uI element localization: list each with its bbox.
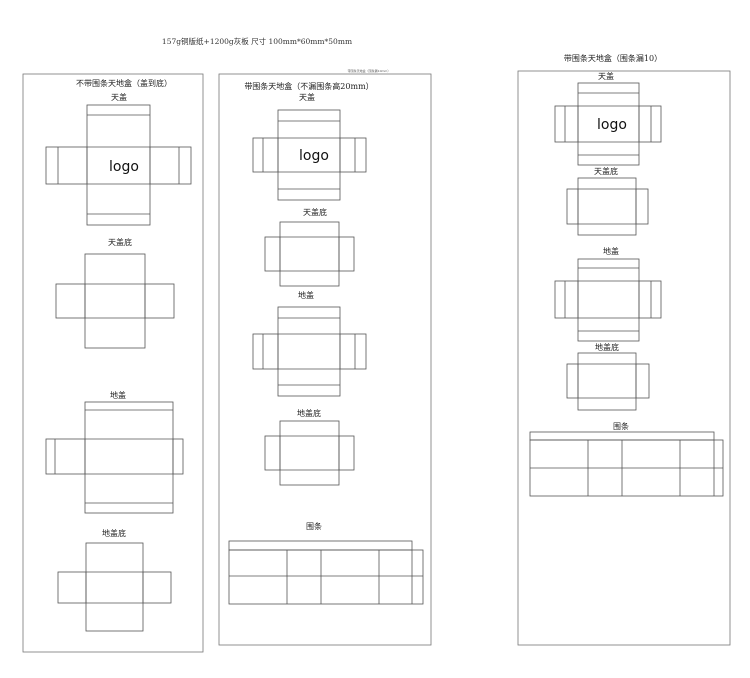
panel-3-lid-label: 天盖 (598, 71, 614, 81)
panel-2-logo: logo (299, 148, 329, 164)
panel-2-bottom-label: 地盖 (298, 290, 314, 300)
panel-2-lid-base-dieline (264, 221, 355, 287)
panel-1-logo: logo (109, 159, 139, 175)
panel-1-bottom-label: 地盖 (110, 390, 126, 400)
panel-3-bottom-dieline (554, 258, 662, 342)
panel-2-lid-dieline (252, 109, 367, 201)
panel-2-bottom-base-label: 地盖底 (297, 408, 321, 418)
panel-3-bottom-base-dieline (566, 352, 650, 411)
panel-3-lid-dieline (554, 82, 662, 166)
panel-1-lid-label: 天盖 (111, 92, 127, 102)
panel-1-frame (22, 73, 204, 653)
panel-3-lid-base-dieline (566, 177, 649, 236)
panel-2-bottom-base-dieline (264, 420, 355, 486)
panel-1-lid-base-dieline (55, 253, 175, 349)
panel-2-lid-base-label: 天盖底 (303, 207, 327, 217)
panel-3-strip-dieline (529, 431, 724, 497)
panel-1: 不带围条天地盒（盖到底） 天盖 logo 天盖底 地盖 (22, 73, 204, 653)
panel-3-bottom-label: 地盖 (603, 246, 619, 256)
panel-2-tiny-note: 带围条天地盒（围条漏10mm） (348, 68, 391, 73)
panel-3-lid-base-label: 天盖底 (594, 166, 618, 176)
panel-2: 带围条天地盒（围条漏10mm） 带围条天地盒（不漏围条高20mm） 天盖 log… (218, 68, 432, 646)
panel-2-frame (218, 73, 432, 646)
panel-2-lid-label: 天盖 (299, 92, 315, 102)
panel-1-bottom-base-dieline (57, 542, 172, 632)
panel-1-lid-dieline (45, 104, 192, 226)
panel-3-heading: 带围条天地盒（围条漏10） (564, 53, 662, 63)
panel-1-lid-base-label: 天盖底 (108, 237, 132, 247)
panel-3: 带围条天地盒（围条漏10） 天盖 logo 天盖底 地盖 (517, 53, 731, 646)
panel-1-bottom-dieline (45, 401, 184, 514)
panel-3-strip-label: 围条 (613, 421, 629, 431)
panel-1-bottom-base-label: 地盖底 (102, 528, 126, 538)
panel-2-bottom-dieline (252, 306, 367, 397)
panel-2-strip-label: 围条 (306, 521, 322, 531)
sheet-title: 157g铜版纸+1200g灰板 尺寸 100mm*60mm*50mm (162, 36, 352, 46)
panel-3-bottom-base-label: 地盖底 (595, 342, 619, 352)
panel-2-strip-dieline (228, 540, 424, 605)
panel-3-logo: logo (597, 117, 627, 133)
panel-2-heading: 带围条天地盒（不漏围条高20mm） (244, 81, 373, 91)
panel-1-heading: 不带围条天地盒（盖到底） (76, 78, 172, 88)
panel-3-frame (517, 70, 731, 646)
